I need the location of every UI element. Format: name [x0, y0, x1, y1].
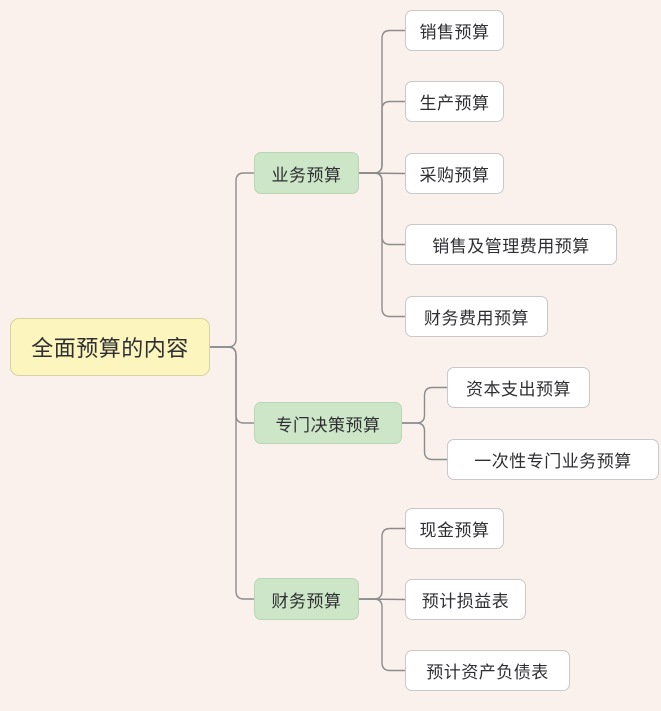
connector-branch-0-leaf-2 — [358, 172, 406, 175]
branch-node-0[interactable]: 业务预算 — [254, 152, 359, 194]
node-label: 财务费用预算 — [424, 309, 529, 328]
node-label: 专门决策预算 — [275, 415, 381, 435]
node-label: 预计资产负债表 — [426, 663, 549, 682]
connector-root-branch-2 — [210, 346, 254, 600]
leaf-node-1-1[interactable]: 一次性专门业务预算 — [447, 439, 659, 480]
leaf-node-2-0[interactable]: 现金预算 — [405, 508, 504, 549]
node-label: 业务预算 — [271, 165, 342, 185]
root-node[interactable]: 全面预算的内容 — [10, 318, 210, 376]
node-label: 生产预算 — [419, 94, 490, 113]
node-label: 一次性专门业务预算 — [474, 452, 632, 471]
connector-branch-2-leaf-1 — [358, 598, 406, 601]
leaf-node-1-0[interactable]: 资本支出预算 — [447, 367, 590, 408]
leaf-node-0-3[interactable]: 销售及管理费用预算 — [405, 224, 617, 265]
leaf-node-0-2[interactable]: 采购预算 — [405, 153, 504, 194]
branch-node-1[interactable]: 专门决策预算 — [254, 402, 402, 444]
node-label: 资本支出预算 — [466, 380, 571, 399]
leaf-node-2-1[interactable]: 预计损益表 — [405, 579, 526, 620]
connector-root-branch-0 — [210, 172, 254, 348]
leaf-node-0-1[interactable]: 生产预算 — [405, 81, 504, 122]
leaf-node-0-0[interactable]: 销售预算 — [405, 10, 504, 51]
connector-branch-0-leaf-3 — [359, 172, 405, 246]
node-label: 财务预算 — [271, 591, 342, 611]
node-label: 采购预算 — [419, 166, 490, 185]
node-label: 销售预算 — [419, 23, 490, 42]
connector-root-branch-1 — [210, 346, 254, 424]
connector-branch-2-leaf-2 — [359, 598, 405, 672]
node-label: 预计损益表 — [421, 592, 510, 611]
connector-branch-0-leaf-4 — [359, 172, 405, 318]
connector-branch-0-leaf-0 — [359, 29, 405, 174]
leaf-node-0-4[interactable]: 财务费用预算 — [405, 296, 548, 337]
node-label: 销售及管理费用预算 — [432, 237, 590, 256]
connector-branch-1-leaf-1 — [402, 422, 447, 461]
node-label: 全面预算的内容 — [31, 336, 189, 361]
leaf-node-2-2[interactable]: 预计资产负债表 — [405, 650, 570, 691]
node-label: 现金预算 — [419, 521, 490, 540]
connector-branch-0-leaf-1 — [359, 100, 405, 174]
connector-branch-2-leaf-0 — [359, 527, 405, 600]
branch-node-2[interactable]: 财务预算 — [254, 578, 359, 620]
connector-branch-1-leaf-0 — [402, 386, 447, 424]
